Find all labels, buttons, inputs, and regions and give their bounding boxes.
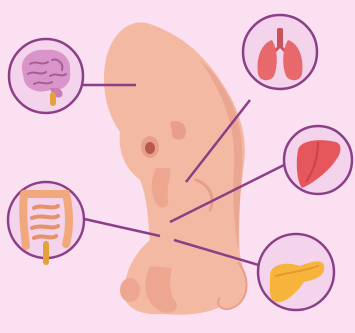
organ-circle-lungs: [243, 15, 317, 89]
organ-circle-brain: [9, 39, 83, 113]
organ-circle-liver: [284, 126, 352, 194]
organ-circle-intestines: [8, 182, 84, 262]
embryo-pupil: [145, 142, 155, 154]
embryo-foot: [120, 278, 140, 302]
embryo-body: [104, 22, 245, 314]
connector-intestines: [80, 218, 160, 236]
embryo-illustration: [104, 22, 247, 314]
organ-circle-pancreas: [258, 234, 334, 310]
